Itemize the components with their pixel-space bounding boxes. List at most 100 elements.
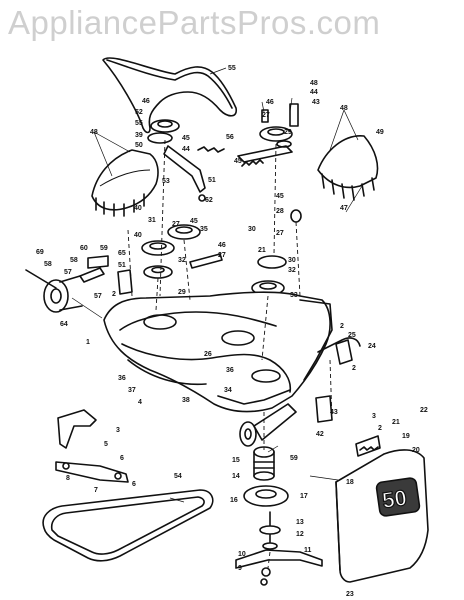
callout-31: 31 <box>148 217 156 224</box>
callout-16: 16 <box>230 497 238 504</box>
callout-2: 2 <box>112 291 116 298</box>
callout-50: 50 <box>135 142 143 149</box>
hanger-brackets-left <box>55 409 129 483</box>
callout-46c: 46 <box>218 242 226 249</box>
callout-29: 29 <box>284 129 292 136</box>
callout-48a: 48 <box>310 80 318 87</box>
deck-cover: 50 <box>335 435 429 583</box>
callout-42: 42 <box>316 431 324 438</box>
callout-44: 44 <box>182 146 190 153</box>
callout-52: 52 <box>135 109 143 116</box>
callout-57: 57 <box>64 269 72 276</box>
callout-64: 64 <box>60 321 68 328</box>
callout-53: 53 <box>162 178 170 185</box>
callout-30: 30 <box>248 226 256 233</box>
callout-43b: 43 <box>330 409 338 416</box>
callout-14: 14 <box>232 473 240 480</box>
callout-58b: 58 <box>70 257 78 264</box>
callout-43: 43 <box>312 99 320 106</box>
center-pulleys <box>141 209 302 296</box>
callout-51: 51 <box>208 177 216 184</box>
callout-46: 46 <box>142 98 150 105</box>
callout-38: 38 <box>182 397 190 404</box>
callout-57b: 57 <box>94 293 102 300</box>
callout-32: 32 <box>178 257 186 264</box>
callout-25: 25 <box>348 332 356 339</box>
callout-60: 60 <box>80 245 88 252</box>
side-plate-right <box>315 337 361 423</box>
assembly-guides <box>127 139 333 569</box>
callout-9: 9 <box>238 565 242 572</box>
callout-30b: 30 <box>288 257 296 264</box>
callout-18: 18 <box>346 479 354 486</box>
leader-lines <box>71 67 363 503</box>
drive-belt-top <box>102 57 238 134</box>
callout-19: 19 <box>402 433 410 440</box>
callout-59: 59 <box>100 245 108 252</box>
callout-47: 47 <box>340 205 348 212</box>
belt-cover-right <box>317 135 379 201</box>
callout-27d: 27 <box>218 252 226 259</box>
callout-69: 69 <box>36 249 44 256</box>
callout-44b: 44 <box>310 89 318 96</box>
callout-33: 33 <box>290 292 298 299</box>
mower-deck-housing <box>103 291 333 413</box>
callout-13: 13 <box>296 519 304 526</box>
callout-65: 65 <box>118 250 126 257</box>
gauge-wheel-left <box>25 255 133 313</box>
callout-1: 1 <box>86 339 90 346</box>
callout-45d: 45 <box>190 218 198 225</box>
callout-22: 22 <box>420 407 428 414</box>
callout-26: 26 <box>204 351 212 358</box>
callout-51b: 51 <box>118 262 126 269</box>
callout-8: 8 <box>66 475 70 482</box>
callout-17: 17 <box>300 493 308 500</box>
drive-belt-bottom <box>42 489 214 562</box>
callout-36b: 36 <box>118 375 126 382</box>
callout-36: 36 <box>226 367 234 374</box>
belt-cover-left <box>91 149 159 217</box>
callout-56: 56 <box>226 134 234 141</box>
callout-11: 11 <box>304 547 312 554</box>
callout-48-left: 48 <box>90 129 98 136</box>
blade-spindle-assembly <box>235 446 323 586</box>
callout-35: 35 <box>200 226 208 233</box>
callout-40: 40 <box>134 205 142 212</box>
idler-assembly-right <box>237 103 299 167</box>
callout-54: 54 <box>174 473 182 480</box>
callout-45c: 45 <box>276 193 284 200</box>
callout-32b: 32 <box>288 267 296 274</box>
callout-24: 24 <box>368 343 376 350</box>
callout-10: 10 <box>238 551 246 558</box>
callout-29b: 29 <box>178 289 186 296</box>
callout-49: 49 <box>376 129 384 136</box>
callout-21b: 21 <box>392 419 400 426</box>
callout-45b: 45 <box>234 158 242 165</box>
callout-2c: 2 <box>352 365 356 372</box>
watermark: AppliancePartsPros.com <box>8 4 381 41</box>
callout-40b: 40 <box>134 232 142 239</box>
callout-15: 15 <box>232 457 240 464</box>
callout-3: 3 <box>116 427 120 434</box>
idler-assembly-left <box>147 119 225 202</box>
callout-12: 12 <box>296 531 304 538</box>
callout-55b: 55 <box>135 120 143 127</box>
callout-48-right: 48 <box>340 105 348 112</box>
callout-23: 23 <box>346 591 354 598</box>
part-callouts: 55 46 52 55 39 50 45 44 56 46 27 29 48 4… <box>36 65 428 598</box>
callout-45: 45 <box>182 135 190 142</box>
callout-6: 6 <box>120 455 124 462</box>
callout-2d: 2 <box>378 425 382 432</box>
callout-2b: 2 <box>340 323 344 330</box>
callout-5: 5 <box>104 441 108 448</box>
deck-size-badge: 50 <box>381 485 409 513</box>
anti-scalp-wheel <box>239 403 297 447</box>
callout-27: 27 <box>262 112 270 119</box>
callout-37: 37 <box>128 387 136 394</box>
callout-34: 34 <box>224 387 232 394</box>
callout-7: 7 <box>94 487 98 494</box>
callout-21: 21 <box>258 247 266 254</box>
callout-58: 58 <box>44 261 52 268</box>
callout-39: 39 <box>135 132 143 139</box>
